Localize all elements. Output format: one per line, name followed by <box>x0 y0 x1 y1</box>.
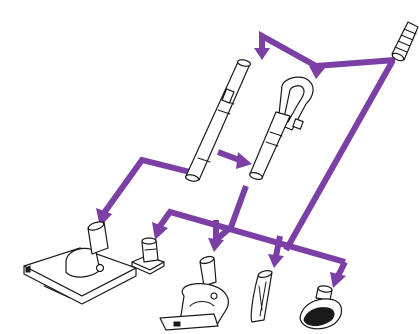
flow-line-tool-c <box>338 262 345 276</box>
turbo-brush-icon <box>160 255 228 330</box>
floor-brush-icon <box>24 220 136 304</box>
flow-line-tool-b <box>276 236 280 256</box>
arrowhead-crevice <box>268 254 284 268</box>
flow-line-tools-bracket <box>160 212 345 262</box>
crevice-tool-icon <box>251 269 272 322</box>
adapter-icon <box>132 238 164 274</box>
flow-line-floor-brush <box>104 160 190 213</box>
arrowhead-dusting <box>330 272 346 288</box>
hose-nozzle-icon <box>391 22 418 62</box>
arrowhead-turbo-brush <box>208 238 224 252</box>
arrowhead-handle <box>309 66 325 79</box>
handle-icon <box>249 77 313 181</box>
arrowhead-wand <box>254 48 270 60</box>
flow-line-top <box>262 36 395 66</box>
arrowhead-wand-to-handle <box>236 152 252 169</box>
dusting-brush-icon <box>300 285 342 329</box>
